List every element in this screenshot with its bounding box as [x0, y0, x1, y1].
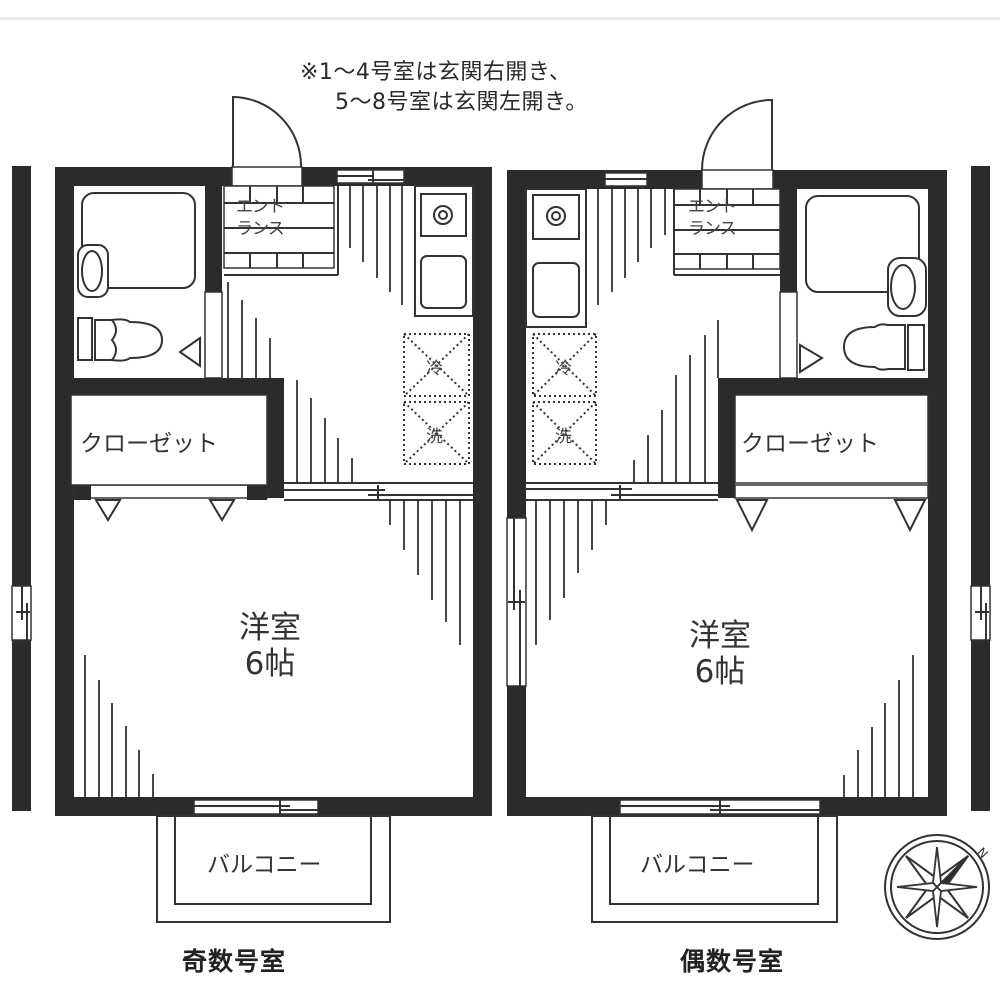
room-name: 洋室	[689, 618, 751, 654]
balcony-label-odd: バルコニー	[207, 852, 322, 878]
unit-even-plan	[506, 98, 947, 923]
closet-label-even: クローゼット	[741, 431, 879, 457]
unit-title-odd: 奇数号室	[182, 947, 287, 976]
note-line-2: 5～8号室は玄関左開き。	[335, 90, 588, 115]
fridge-label-even: 冷	[555, 359, 572, 379]
outer-wall-left	[11, 166, 32, 811]
fridge-label-odd: 冷	[426, 359, 443, 379]
unit-odd-plan	[55, 95, 492, 923]
entrance-line-2: ランス	[688, 219, 737, 239]
room-label-even: 洋室 6帖	[680, 618, 760, 690]
washer-label-odd: 洗	[426, 427, 443, 447]
top-bar	[0, 0, 1000, 20]
room-label-odd: 洋室 6帖	[230, 610, 310, 682]
washer-label-even: 洗	[555, 427, 572, 447]
closet-label-odd: クローゼット	[80, 431, 218, 457]
door-direction-note: ※1～4号室は玄関右開き、 5～8号室は玄関左開き。	[300, 58, 588, 118]
entrance-label-even: エント ランス	[688, 196, 737, 240]
outer-wall-right	[970, 166, 991, 811]
balcony-label-even: バルコニー	[640, 852, 755, 878]
room-size: 6帖	[244, 646, 296, 682]
room-size: 6帖	[694, 654, 746, 690]
note-line-1: ※1～4号室は玄関右開き、	[300, 60, 572, 85]
entrance-line-1: エント	[688, 197, 737, 217]
room-name: 洋室	[239, 610, 301, 646]
unit-title-even: 偶数号室	[680, 947, 785, 976]
compass-rose-icon	[884, 834, 990, 940]
entrance-line-2: ランス	[236, 219, 285, 239]
entrance-line-1: エント	[236, 197, 285, 217]
entrance-label-odd: エント ランス	[236, 196, 285, 240]
